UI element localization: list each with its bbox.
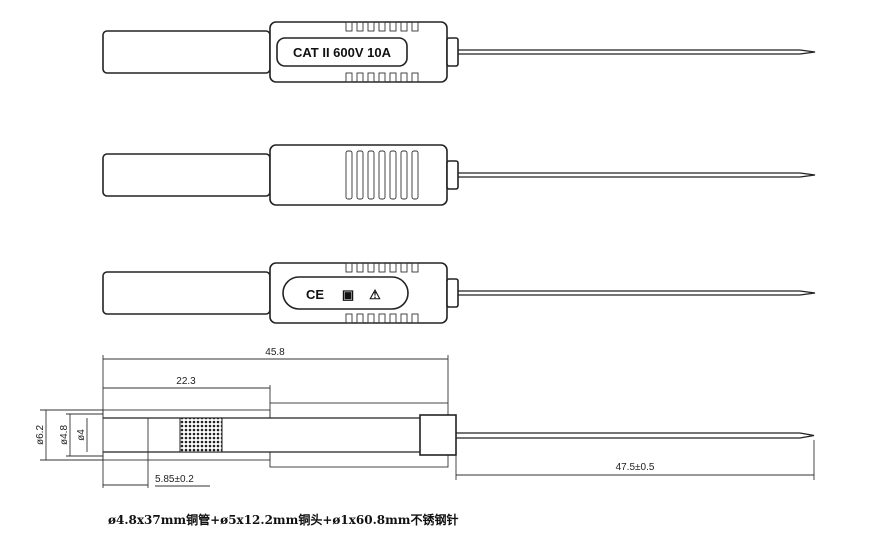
probe-nose — [446, 160, 459, 190]
probe-handle — [102, 271, 271, 315]
tip-insert — [419, 414, 457, 456]
probe-3: CE ▣ ⚠ — [102, 262, 816, 324]
needle-tip — [799, 172, 816, 178]
grip-rib — [367, 150, 375, 200]
probe-2 — [102, 144, 816, 206]
dim-insert-depth: 5.85±0.2 — [155, 474, 194, 485]
probe-handle — [102, 30, 271, 74]
grip-rib — [345, 150, 353, 200]
dim-outer-diameter: ø6.2 — [35, 425, 46, 445]
grip-rib — [378, 150, 386, 200]
dim-tube-length: 22.3 — [176, 376, 196, 387]
grip-rib — [400, 150, 408, 200]
probe-handle — [102, 153, 271, 197]
probe-nose — [446, 37, 459, 67]
warning-icon: ⚠ — [369, 287, 381, 302]
probe-1: CAT II 600V 10A — [102, 21, 816, 83]
rating-label: CAT II 600V 10A — [293, 45, 392, 60]
needle-tip — [799, 49, 816, 55]
material-caption: ø4.8x37mm铜管+ø5x12.2mm铜头+ø1x60.8mm不锈钢针 — [108, 512, 459, 527]
grip-rib — [411, 150, 419, 200]
grip-rib — [356, 150, 364, 200]
double-insulation-icon: ▣ — [342, 287, 354, 302]
needle-tip — [799, 290, 816, 296]
ce-mark: CE — [306, 287, 324, 302]
dim-tube-diameter: ø4.8 — [59, 425, 70, 445]
probe-body — [269, 144, 448, 206]
cross-section: 45.8 22.3 5.85±0.2 ø6.2 ø4.8 ø4 47.5±0.5… — [35, 347, 815, 527]
probe-nose — [446, 278, 459, 308]
dim-inner-diameter: ø4 — [76, 429, 87, 441]
dim-needle-length: 47.5±0.5 — [616, 462, 655, 473]
crimp-mesh — [179, 417, 223, 453]
dim-overall-length: 45.8 — [265, 347, 285, 358]
grip-rib — [389, 150, 397, 200]
